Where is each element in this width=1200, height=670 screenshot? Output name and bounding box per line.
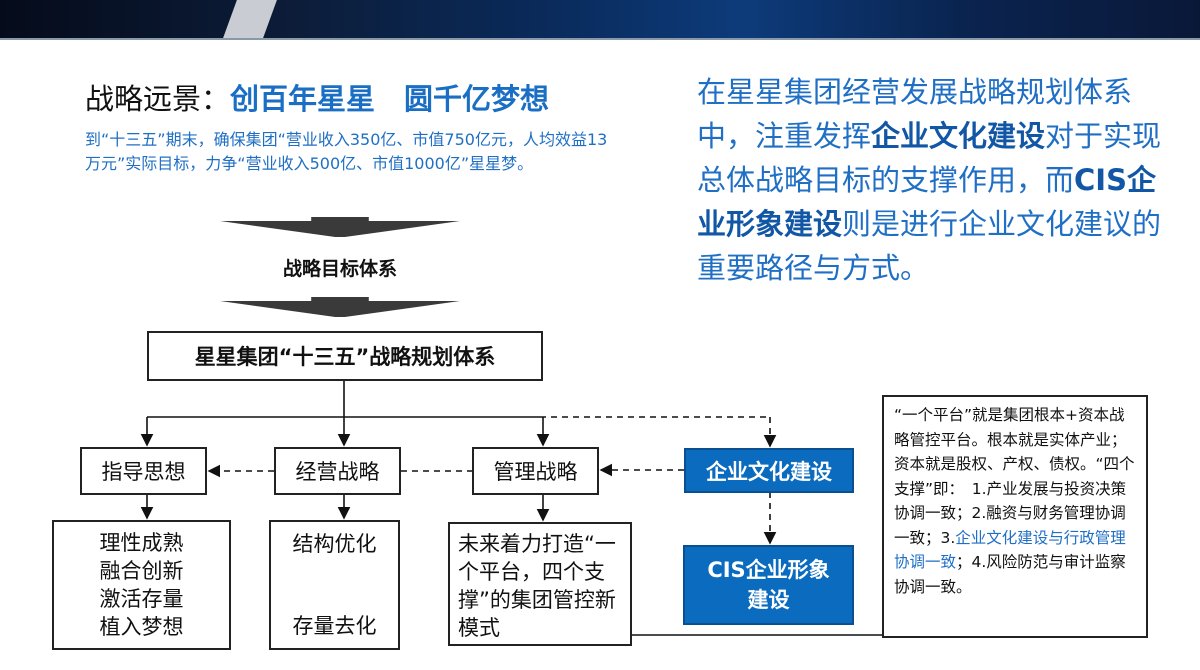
branch-corporate-culture: 企业文化建设 xyxy=(684,448,854,493)
target-system-label: 战略目标体系 xyxy=(282,258,397,280)
management-strategy-details: 未来着力打造“一个平台，四个支撑”的集团管控新模式 xyxy=(448,522,632,646)
plan-system-box: 星星集团“十三五”战略规划体系 xyxy=(147,331,543,381)
branch-guiding-thought: 指导思想 xyxy=(80,447,207,495)
vision-title: 战略远景：创百年星星 圆千亿梦想 xyxy=(85,76,549,118)
cis-image-box: CIS企业形象建设 xyxy=(683,545,854,625)
header-banner xyxy=(0,0,1200,40)
business-strategy-details: 结构优化存量去化 xyxy=(269,520,400,650)
branch-management-strategy: 管理战略 xyxy=(472,447,599,495)
strategy-statement: 在星星集团经营发展战略规划体系中，注重发挥企业文化建设对于实现总体战略目标的支撑… xyxy=(697,75,1162,285)
vision-slogan: 创百年星星 圆千亿梦想 xyxy=(230,82,550,116)
guiding-thought-details: 理性成熟融合创新激活存量植入梦想 xyxy=(52,520,231,650)
platform-note-box: “一个平台”就是集团根本+资本战略管控平台。根本就是实体产业；资本就是股权、产权… xyxy=(882,395,1148,638)
vision-description: 到“十三五”期末，确保集团“营业收入350亿、市值750亿元，人均效益13万元”… xyxy=(85,130,608,173)
vision-label: 战略远景： xyxy=(85,82,231,116)
branch-business-strategy: 经营战略 xyxy=(274,447,401,495)
